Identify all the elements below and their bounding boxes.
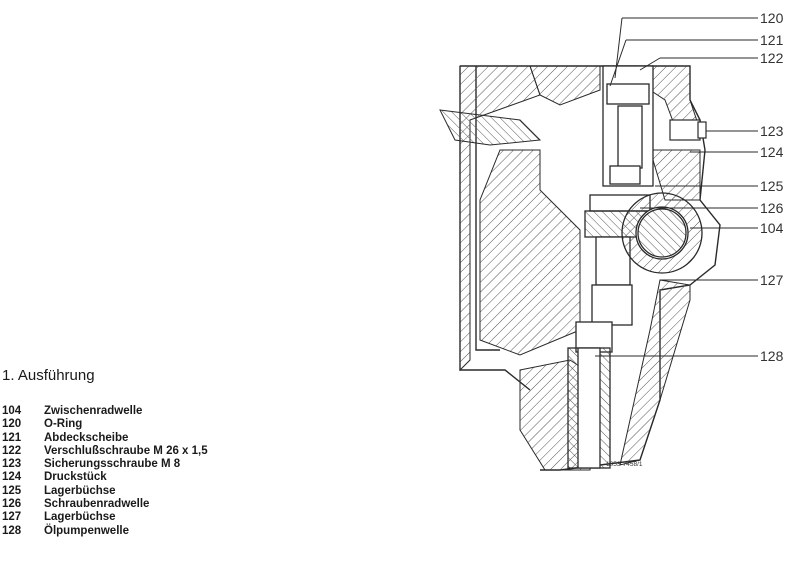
part-name: Druckstück <box>44 471 107 484</box>
callout-120: 120 <box>760 10 784 26</box>
part-number: 120 <box>2 418 22 431</box>
part-name: O-Ring <box>44 418 83 431</box>
legend-item: 128 Ölpumpenwelle <box>2 525 208 538</box>
part-name: Schraubenradwelle <box>44 498 150 511</box>
part-number: 125 <box>2 484 22 497</box>
legend-item: 120 O-Ring <box>2 418 208 431</box>
part-name: Sicherungsschraube M 8 <box>44 458 181 471</box>
legend-item: 104 Zwischenradwelle <box>2 405 208 418</box>
part-name: Lagerbüchse <box>44 511 116 524</box>
legend-title: 1. Ausführung <box>2 367 95 384</box>
callout-128: 128 <box>760 348 784 364</box>
callout-125: 125 <box>760 178 784 194</box>
legend-item: 122 Verschlußschraube M 26 x 1,5 <box>2 445 208 458</box>
part-name: Ölpumpenwelle <box>44 524 129 537</box>
callout-121: 121 <box>760 32 784 48</box>
legend-item: 121 Abdeckscheibe <box>2 432 208 445</box>
part-name: Abdeckscheibe <box>44 431 129 444</box>
part-number: 123 <box>2 458 22 471</box>
legend-item: 127 Lagerbüchse <box>2 511 208 524</box>
callout-127: 127 <box>760 272 784 288</box>
part-number: 104 <box>2 405 22 417</box>
part-number: 128 <box>2 524 22 537</box>
legend-item: 126 Schraubenradwelle <box>2 498 208 511</box>
callout-124: 124 <box>760 144 784 160</box>
callout-104: 104 <box>760 220 784 236</box>
part-name: Lagerbüchse <box>44 484 116 497</box>
part-number: 122 <box>2 444 22 457</box>
callout-122: 122 <box>760 50 784 66</box>
part-number: 124 <box>2 471 22 484</box>
bore-cylinder <box>567 65 656 469</box>
legend-item: 123 Sicherungsschraube M 8 <box>2 458 208 471</box>
parts-legend: 104 Zwischenradwelle 120 O-Ring 121 Abdecks… <box>2 405 208 538</box>
legend-item: 124 Druckstück <box>2 471 208 484</box>
hatched-walls <box>439 65 701 471</box>
part-number: 121 <box>2 431 22 444</box>
intermediate-shaft <box>621 192 703 274</box>
part-number: 126 <box>2 498 22 511</box>
legend-item: 125 Lagerbüchse <box>2 485 208 498</box>
locking-screw <box>669 119 707 141</box>
leader-lines <box>595 17 758 357</box>
part-name: Zwischenradwelle <box>44 405 143 417</box>
part-name: Verschlußschraube M 26 x 1,5 <box>44 444 208 457</box>
callout-123: 123 <box>760 123 784 139</box>
part-number: 127 <box>2 511 22 524</box>
callout-126: 126 <box>760 200 784 216</box>
figure-reference: 1053-7458/1 <box>606 461 643 468</box>
